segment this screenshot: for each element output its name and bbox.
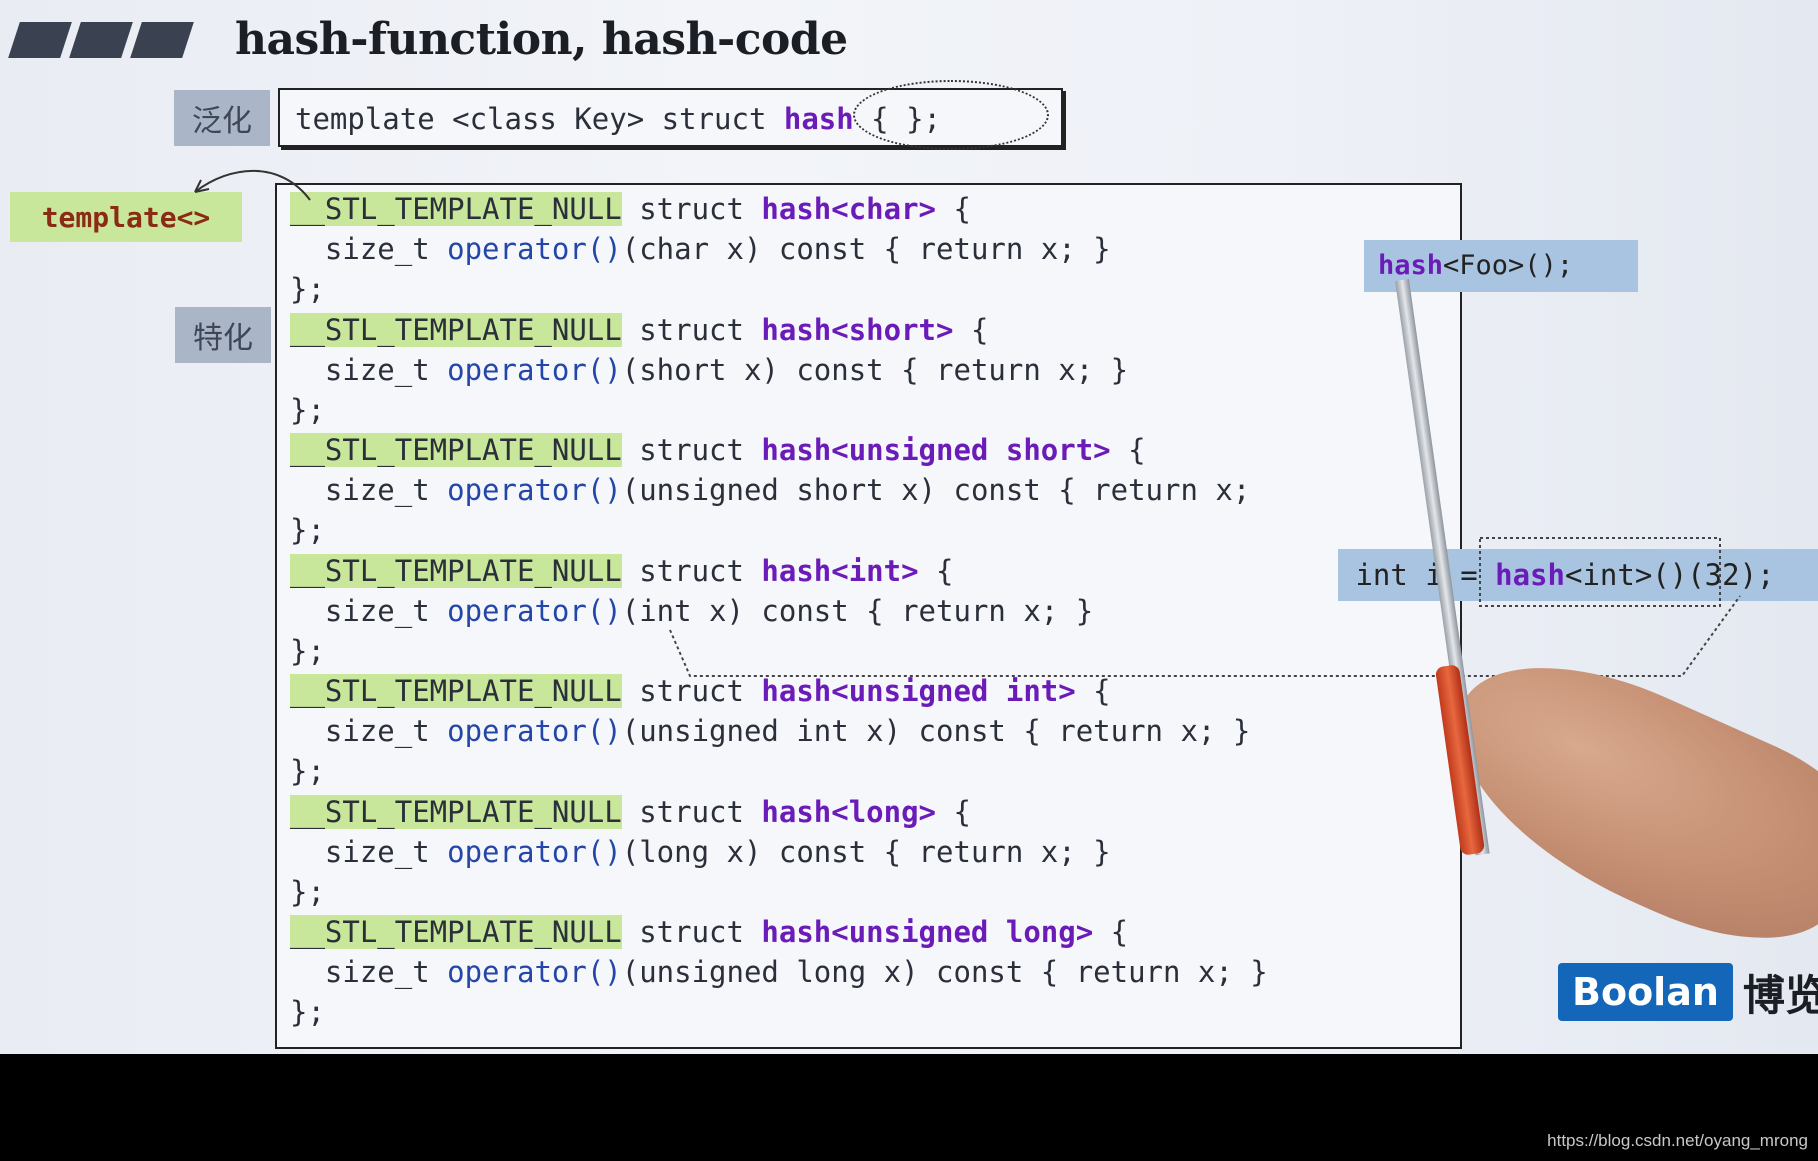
hash-circle-annotation [853, 80, 1049, 150]
generic-code-hash: hash [783, 102, 854, 136]
spec-body-line: size_t operator()(char x) const { return… [290, 229, 1111, 269]
title-decoration-bar [130, 22, 194, 58]
spec-header-line: __STL_TEMPLATE_NULL struct hash<unsigned… [290, 430, 1146, 470]
spec-header-line: __STL_TEMPLATE_NULL struct hash<int> { [290, 551, 953, 591]
spec-body-line: size_t operator()(unsigned short x) cons… [290, 470, 1250, 510]
stl-template-null-macro: __STL_TEMPLATE_NULL [290, 553, 622, 588]
callout-int-hash: hash [1495, 558, 1565, 592]
spec-header-line: __STL_TEMPLATE_NULL struct hash<short> { [290, 310, 988, 350]
open-brace: { [1093, 915, 1129, 949]
return-type: size_t [290, 593, 448, 628]
title-decoration-bar [8, 22, 72, 58]
struct-keyword: struct [621, 192, 762, 226]
spec-body-line: size_t operator()(short x) const { retur… [290, 350, 1128, 390]
open-brace: { [936, 794, 971, 829]
operator-signature: (unsigned short x) const { return x; [621, 473, 1251, 507]
operator-signature: (int x) const { return x; } [621, 593, 1094, 628]
operator-call: operator() [447, 352, 622, 387]
open-brace: { [1110, 433, 1146, 467]
template-specialization-label: template<> [10, 192, 242, 242]
generic-tag: 泛化 [174, 90, 270, 146]
spec-close-line: }; [290, 392, 325, 427]
return-type: size_t [290, 714, 448, 748]
stl-template-null-macro: __STL_TEMPLATE_NULL [290, 794, 622, 829]
open-brace: { [953, 312, 989, 347]
operator-call: operator() [447, 834, 622, 869]
spec-header-line: __STL_TEMPLATE_NULL struct hash<char> { [290, 189, 971, 229]
operator-signature: (unsigned long x) const { return x; } [621, 955, 1268, 989]
slide-title: hash-function, hash-code [235, 14, 848, 65]
spec-body-line: size_t operator()(long x) const { return… [290, 832, 1111, 872]
callout-foo-rest: <Foo>(); [1443, 250, 1574, 281]
return-type: size_t [290, 232, 448, 266]
struct-keyword: struct [621, 312, 762, 347]
spec-close-line: }; [290, 995, 325, 1029]
spec-close-line: }; [290, 874, 325, 909]
operator-call: operator() [447, 593, 622, 628]
spec-header-line: __STL_TEMPLATE_NULL struct hash<long> { [290, 792, 971, 832]
stl-template-null-macro: __STL_TEMPLATE_NULL [290, 312, 622, 347]
spec-body-line: size_t operator()(int x) const { return … [290, 591, 1093, 631]
struct-keyword: struct [621, 553, 762, 588]
spec-close-line: }; [290, 754, 325, 788]
callout-foo-hash: hash [1378, 250, 1444, 281]
spec-body-line: size_t operator()(unsigned int x) const … [290, 711, 1250, 751]
hash-specialization-name: hash<char> [761, 192, 937, 226]
generic-code-prefix: template <class Key> struct [295, 102, 784, 136]
operator-signature: (unsigned int x) const { return x; } [621, 714, 1251, 748]
return-type: size_t [290, 473, 448, 507]
operator-signature: (char x) const { return x; } [621, 232, 1111, 266]
open-brace: { [936, 192, 971, 226]
struct-keyword: struct [621, 915, 762, 949]
operator-call: operator() [447, 714, 622, 748]
operator-signature: (short x) const { return x; } [621, 352, 1129, 387]
hash-specialization-name: hash<unsigned int> [761, 674, 1076, 708]
hash-specialization-name: hash<long> [761, 794, 937, 829]
operator-call: operator() [447, 473, 622, 507]
specializations-code-box: __STL_TEMPLATE_NULL struct hash<char> { … [275, 183, 1462, 1049]
hash-specialization-name: hash<unsigned short> [761, 433, 1111, 467]
source-url: https://blog.csdn.net/oyang_mrong [1547, 1131, 1808, 1150]
brand-chinese-name: 博览 [1742, 970, 1818, 1020]
specialized-tag: 特化 [175, 307, 271, 363]
spec-close-line: }; [290, 272, 325, 306]
return-type: size_t [290, 834, 448, 869]
callout-int-rest: <int>()(32); [1564, 558, 1775, 592]
brand-name: Boolan [1558, 963, 1733, 1021]
hash-specialization-name: hash<short> [761, 312, 954, 347]
operator-call: operator() [447, 955, 622, 989]
stl-template-null-macro: __STL_TEMPLATE_NULL [290, 433, 622, 467]
spec-close-line: }; [290, 633, 325, 668]
spec-header-line: __STL_TEMPLATE_NULL struct hash<unsigned… [290, 671, 1111, 711]
open-brace: { [1075, 674, 1111, 708]
slide: hash-function, hash-code 泛化 template <cl… [0, 0, 1818, 1054]
operator-call: operator() [447, 232, 622, 266]
hash-specialization-name: hash<unsigned long> [761, 915, 1094, 949]
operator-signature: (long x) const { return x; } [621, 834, 1111, 869]
title-decoration-bar [69, 22, 133, 58]
open-brace: { [918, 553, 954, 588]
stl-template-null-macro: __STL_TEMPLATE_NULL [290, 915, 622, 949]
brand-logo: Boolan 博览 [1558, 963, 1818, 1021]
spec-header-line: __STL_TEMPLATE_NULL struct hash<unsigned… [290, 912, 1128, 952]
callout-int-lhs: int i = [1338, 558, 1496, 592]
struct-keyword: struct [621, 433, 762, 467]
stl-template-null-macro: __STL_TEMPLATE_NULL [290, 192, 622, 226]
spec-close-line: }; [290, 513, 325, 547]
stl-template-null-macro: __STL_TEMPLATE_NULL [290, 674, 622, 708]
struct-keyword: struct [621, 674, 762, 708]
hash-specialization-name: hash<int> [761, 553, 919, 588]
struct-keyword: struct [621, 794, 762, 829]
return-type: size_t [290, 352, 448, 387]
return-type: size_t [290, 955, 448, 989]
hash-int-call-callout: int i = hash<int>()(32); [1338, 549, 1818, 601]
spec-body-line: size_t operator()(unsigned long x) const… [290, 952, 1268, 992]
